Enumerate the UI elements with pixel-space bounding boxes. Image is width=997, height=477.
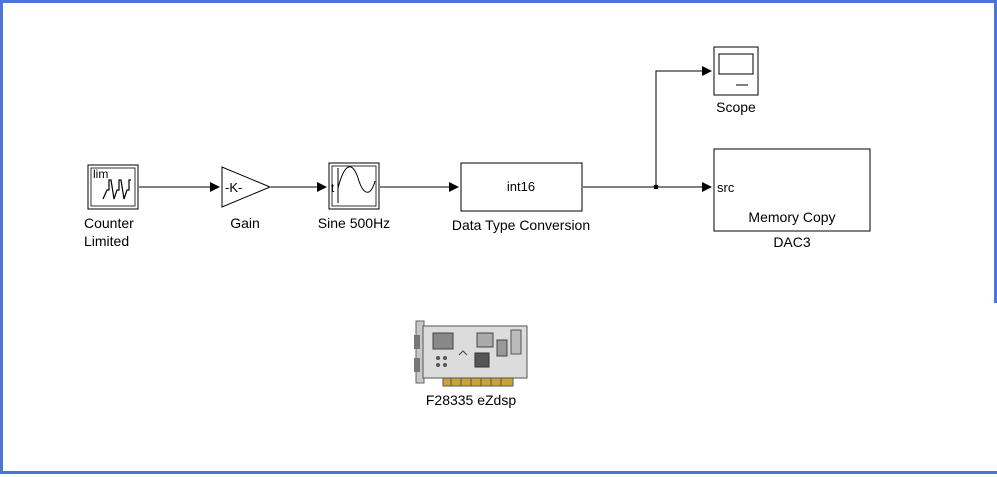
branch-point	[654, 185, 658, 189]
counter-label-line1: Counter	[84, 215, 134, 231]
counter-label-line2: Limited	[84, 233, 130, 249]
signal-line-branch-scope[interactable]	[655, 66, 712, 187]
data-type-conversion-block[interactable]: int16	[460, 162, 583, 212]
dac-port-text: src	[717, 180, 735, 195]
diagram-svg: lim -K- t int16 src	[87, 46, 871, 387]
counter-icon-text: lim	[93, 167, 108, 181]
counter-limited-block[interactable]: lim	[87, 164, 139, 210]
dtc-label: Data Type Conversion	[451, 217, 591, 233]
sine-port-text: t	[331, 181, 335, 195]
scope-label: Scope	[716, 99, 756, 115]
gain-icon-text: -K-	[225, 180, 242, 195]
gain-block[interactable]: -K-	[221, 166, 272, 208]
sine-block[interactable]: t	[328, 162, 380, 210]
gain-label: Gain	[230, 215, 260, 231]
dac-label: DAC3	[773, 234, 811, 250]
dac-body-text: Memory Copy	[748, 209, 835, 225]
board-label: F28335 eZdsp	[425, 392, 517, 408]
dtc-icon-text: int16	[507, 179, 535, 194]
sine-label: Sine 500Hz	[317, 215, 391, 231]
dac3-block[interactable]: src Memory Copy	[713, 148, 871, 232]
f28335-board-icon[interactable]	[414, 320, 528, 387]
scope-block[interactable]	[713, 46, 759, 96]
